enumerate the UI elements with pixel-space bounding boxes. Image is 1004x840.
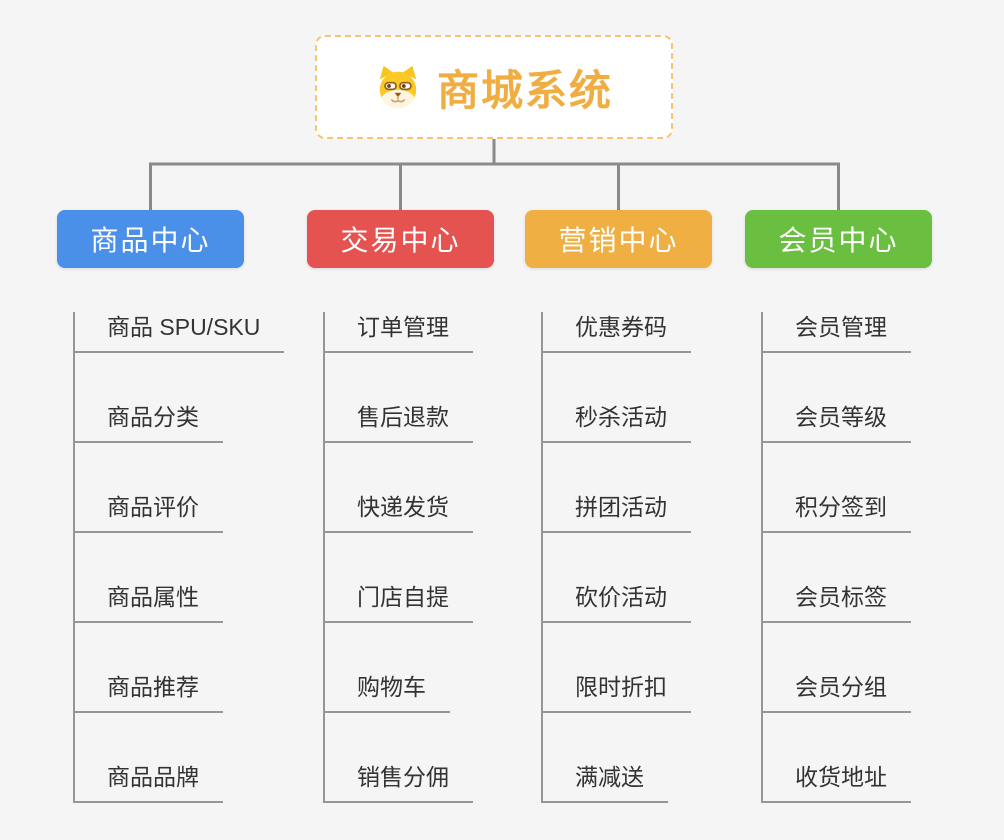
branch-children: 会员管理 会员等级 积分签到 会员标签 会员分组 收货地址 bbox=[761, 312, 932, 803]
child-topic[interactable]: 积分签到 bbox=[761, 492, 911, 533]
branch-member-center: 会员中心 会员管理 会员等级 积分签到 会员标签 会员分组 收货地址 bbox=[745, 210, 932, 803]
branch-product-center: 商品中心 商品 SPU/SKU 商品分类 商品评价 商品属性 商品推荐 商品品牌 bbox=[57, 210, 285, 803]
child-topic[interactable]: 商品推荐 bbox=[73, 672, 223, 713]
branch-children: 优惠券码 秒杀活动 拼团活动 砍价活动 限时折扣 满减送 bbox=[541, 312, 712, 803]
branch-label: 交易中心 bbox=[340, 225, 461, 256]
branch-label: 营销中心 bbox=[558, 225, 679, 256]
child-topic[interactable]: 砍价活动 bbox=[541, 582, 691, 623]
branch-label: 商品中心 bbox=[90, 225, 211, 256]
child-topic[interactable]: 限时折扣 bbox=[541, 672, 691, 713]
child-topic[interactable]: 会员等级 bbox=[761, 402, 911, 443]
branch-node-product-center[interactable]: 商品中心 bbox=[57, 210, 244, 268]
branch-node-marketing-center[interactable]: 营销中心 bbox=[525, 210, 712, 268]
child-topic[interactable]: 秒杀活动 bbox=[541, 402, 691, 443]
child-topic[interactable]: 优惠券码 bbox=[541, 312, 691, 353]
root-node[interactable]: 商城系统 bbox=[315, 35, 673, 139]
child-topic[interactable]: 订单管理 bbox=[323, 312, 473, 353]
child-topic[interactable]: 会员分组 bbox=[761, 672, 911, 713]
child-topic[interactable]: 商品 SPU/SKU bbox=[73, 312, 285, 353]
child-topic[interactable]: 收货地址 bbox=[761, 762, 911, 803]
child-topic[interactable]: 快递发货 bbox=[323, 492, 473, 533]
child-topic[interactable]: 拼团活动 bbox=[541, 492, 691, 533]
branch-node-member-center[interactable]: 会员中心 bbox=[745, 210, 932, 268]
child-topic[interactable]: 商品品牌 bbox=[73, 762, 223, 803]
child-topic[interactable]: 销售分佣 bbox=[323, 762, 473, 803]
branch-node-trade-center[interactable]: 交易中心 bbox=[307, 210, 494, 268]
dog-face-icon bbox=[379, 65, 417, 109]
branch-marketing-center: 营销中心 优惠券码 秒杀活动 拼团活动 砍价活动 限时折扣 满减送 bbox=[525, 210, 712, 803]
child-topic[interactable]: 满减送 bbox=[541, 762, 668, 803]
branch-children: 商品 SPU/SKU 商品分类 商品评价 商品属性 商品推荐 商品品牌 bbox=[73, 312, 285, 803]
child-topic[interactable]: 门店自提 bbox=[323, 582, 473, 623]
child-topic[interactable]: 商品属性 bbox=[73, 582, 223, 623]
child-topic[interactable]: 商品分类 bbox=[73, 402, 223, 443]
child-topic[interactable]: 会员管理 bbox=[761, 312, 911, 353]
child-topic[interactable]: 售后退款 bbox=[323, 402, 473, 443]
child-topic[interactable]: 商品评价 bbox=[73, 492, 223, 533]
child-topic[interactable]: 购物车 bbox=[323, 672, 450, 713]
child-topic[interactable]: 会员标签 bbox=[761, 582, 911, 623]
branch-label: 会员中心 bbox=[778, 225, 899, 256]
branch-children: 订单管理 售后退款 快递发货 门店自提 购物车 销售分佣 bbox=[323, 312, 494, 803]
branch-trade-center: 交易中心 订单管理 售后退款 快递发货 门店自提 购物车 销售分佣 bbox=[307, 210, 494, 803]
root-title: 商城系统 bbox=[436, 66, 613, 114]
